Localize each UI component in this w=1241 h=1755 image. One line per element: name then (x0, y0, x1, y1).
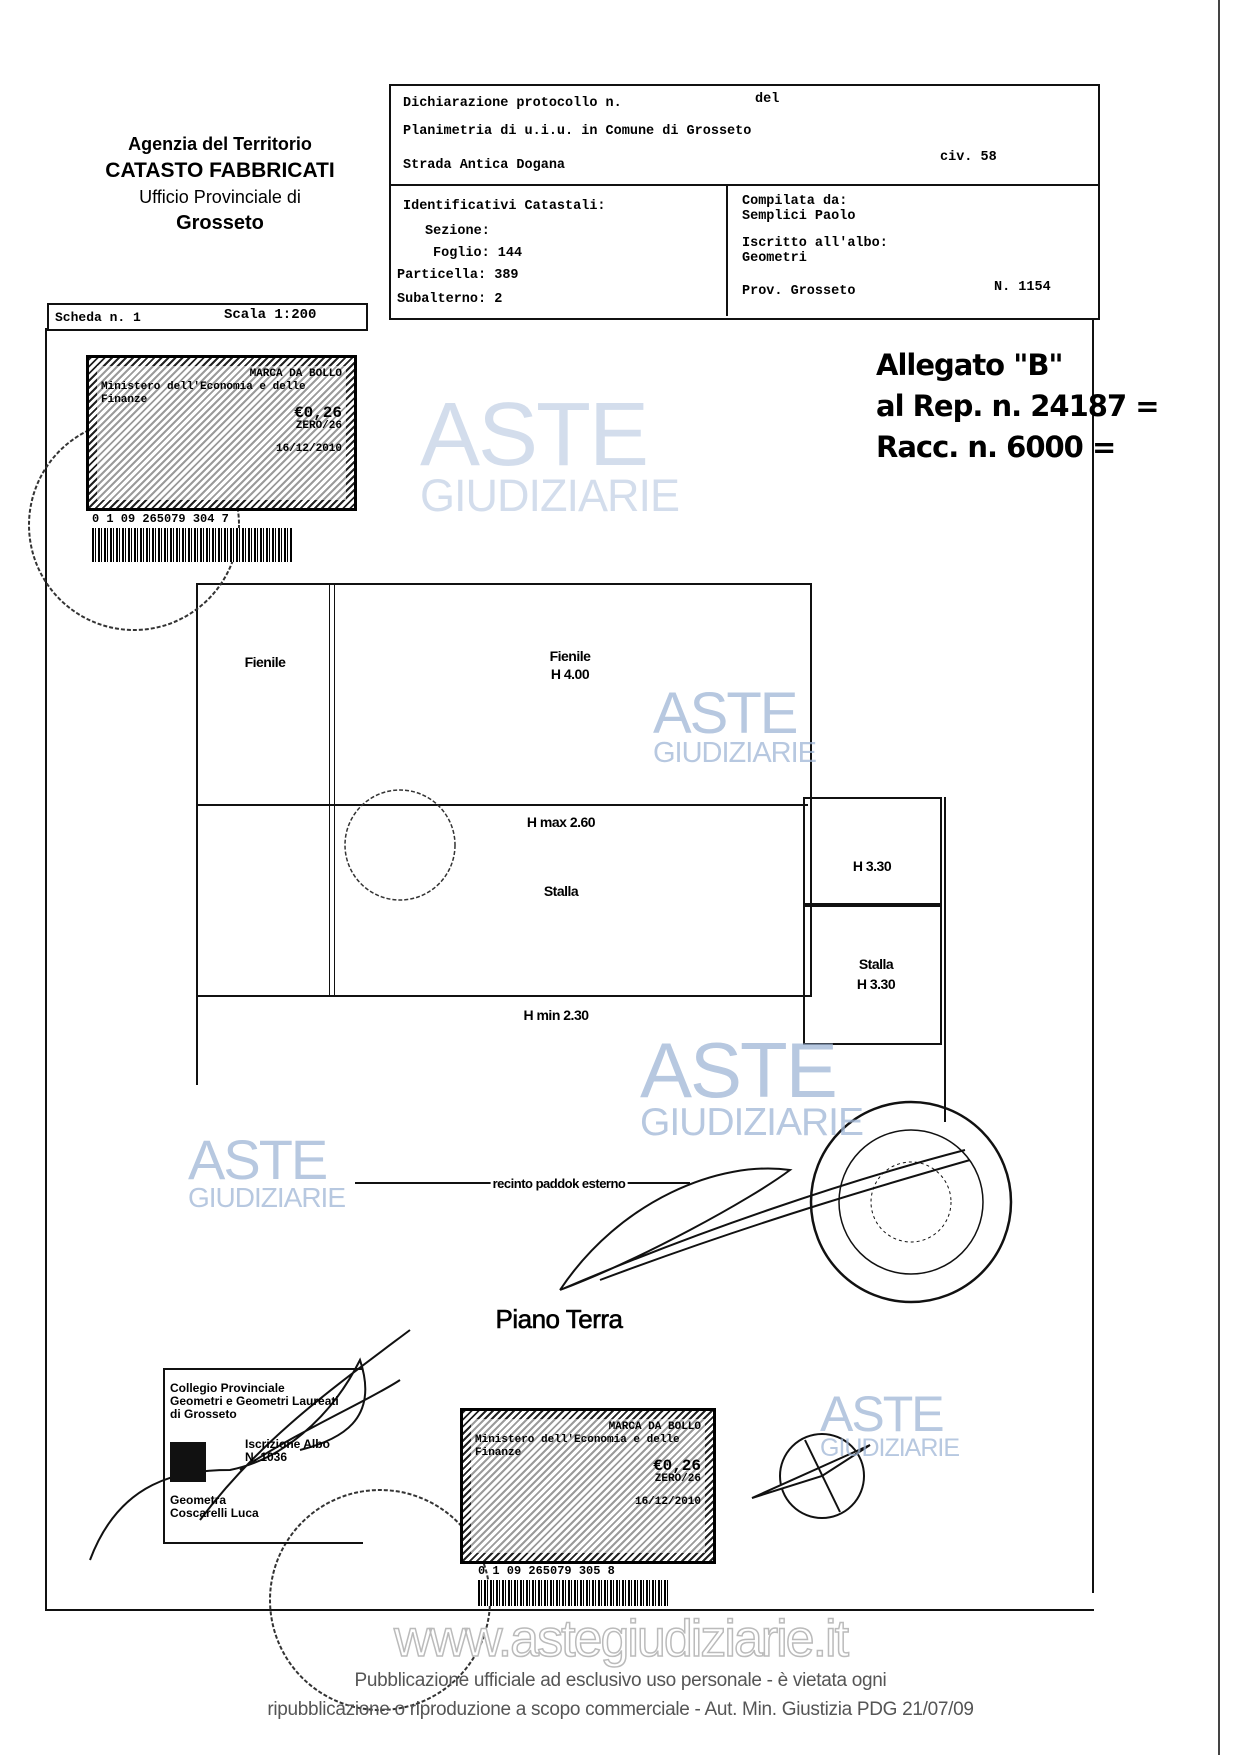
cadastral-ids-title: Identificativi Catastali: (403, 199, 606, 214)
stamp-code: 0 1 09 265079 304 7 (92, 512, 229, 526)
min-height: H min 2.30 (523, 1007, 589, 1023)
collegio-line: di Grosseto (170, 1407, 237, 1421)
registration-number: N. 1154 (994, 280, 1051, 295)
office-city: Grosseto (176, 212, 264, 234)
watermark-url: www.astegiudiziarie.it (393, 1610, 850, 1668)
stamp-title: MARCA DA BOLLO (249, 368, 342, 380)
iscrizione-label: Iscrizione Albo (245, 1437, 330, 1451)
room-height: H 3.30 (852, 858, 892, 874)
barcode (478, 1580, 668, 1606)
compiler-name: Semplici Paolo (742, 209, 856, 224)
declaration-divider (389, 184, 1098, 186)
revenue-stamp-top: MARCA DA BOLLO Ministero dell'Economia e… (86, 355, 357, 511)
annex-room-2 (803, 903, 942, 1045)
subalterno-field: Subalterno: 2 (397, 292, 503, 307)
iscrizione-number: N. 1036 (245, 1450, 288, 1464)
catasto-title: CATASTO FABBRICATI (105, 159, 335, 182)
frame-right (1092, 318, 1094, 1593)
footer-line-1: Pubblicazione ufficiale ad esclusivo uso… (354, 1670, 887, 1691)
collegio-line: Collegio Provinciale (170, 1381, 285, 1395)
room-height: H max 2.60 (526, 814, 596, 830)
collegio-line: Geometri e Geometri Laureati (170, 1394, 339, 1408)
ids-divider (726, 184, 728, 316)
stamp-title: Geometra (170, 1493, 227, 1507)
annex-room-1 (803, 797, 942, 907)
room-label: Stalla (858, 956, 894, 972)
sheet-box (47, 303, 368, 331)
stamp-amount: €0,26 (293, 404, 342, 422)
albo-value: Geometri (742, 251, 807, 266)
extension-line (196, 993, 198, 1085)
foglio-field: Foglio: 144 (433, 246, 523, 261)
agency-header: Agenzia del Territorio CATASTO FABBRICAT… (90, 134, 350, 235)
frame-top (389, 318, 1094, 320)
province-label: Prov. Grosseto (742, 284, 856, 299)
office-label: Ufficio Provinciale di (139, 187, 301, 207)
room-label: Fienile (244, 654, 286, 670)
sheet-scale: Scala 1:200 (224, 307, 317, 323)
paddock-label: recinto paddok esterno (490, 1176, 628, 1191)
stamp-ministry: Ministero dell'Economia e delle Finanze (475, 1434, 680, 1459)
stamp-logo (170, 1442, 206, 1482)
building-outline (196, 583, 812, 997)
frame-left (45, 328, 47, 1611)
racc-text: Racc. n. 6000 = (876, 430, 1116, 464)
annex-label: Allegato "B" al Rep. n. 24187 = Racc. n.… (876, 345, 1160, 468)
wall-horizontal (196, 804, 808, 806)
footer-line-2: ripubblicazione o riproduzione a scopo c… (267, 1699, 974, 1720)
room-height: H 3.30 (856, 976, 896, 992)
stamp-name: Coscarelli Luca (170, 1506, 259, 1520)
notary-seal (809, 1100, 1013, 1304)
stamp-title: MARCA DA BOLLO (608, 1421, 701, 1433)
room-label: Fienile (549, 648, 591, 664)
wall-vertical (329, 585, 335, 995)
room-label: Stalla (543, 883, 579, 899)
agency-name: Agenzia del Territorio (128, 134, 312, 154)
sezione-field: Sezione: (425, 224, 490, 239)
rep-text: al Rep. n. 24187 = (876, 389, 1160, 423)
fence-line (944, 797, 946, 1122)
stamp-amount: €0,26 (652, 1457, 701, 1475)
stamp-code: 0 1 09 265079 305 8 (478, 1564, 615, 1578)
allegato-text: Allegato "B" (876, 348, 1064, 382)
compiler-label: Compilata da: (742, 194, 848, 209)
date-label: del (755, 92, 780, 107)
frame-bottom (45, 1609, 1094, 1611)
stamp-amount-words: ZERO/26 (654, 1473, 701, 1485)
particella-field: Particella: 389 (397, 268, 519, 283)
albo-label: Iscritto all'albo: (742, 236, 888, 251)
street-label: Strada Antica Dogana (403, 158, 566, 173)
stamp-date: 16/12/2010 (634, 1496, 701, 1508)
revenue-stamp-bottom: MARCA DA BOLLO Ministero dell'Economia e… (460, 1408, 716, 1564)
civic-number: civ. 58 (940, 150, 997, 165)
protocol-label: Dichiarazione protocollo n. (403, 96, 622, 111)
sheet-number: Scheda n. 1 (55, 310, 141, 325)
stamp-date: 16/12/2010 (275, 443, 342, 455)
page-edge (1218, 0, 1220, 1755)
stamp-amount-words: ZERO/26 (295, 420, 342, 432)
planimetry-label: Planimetria di u.i.u. in Comune di Gross… (403, 124, 752, 139)
barcode (92, 528, 292, 562)
room-height: H 4.00 (550, 666, 590, 682)
geometra-stamp: Collegio Provinciale Geometri e Geometri… (163, 1368, 363, 1544)
north-arrow-icon (751, 1433, 871, 1519)
stamp-ministry: Ministero dell'Economia e delle Finanze (101, 381, 306, 406)
floor-title: Piano Terra (495, 1304, 623, 1335)
